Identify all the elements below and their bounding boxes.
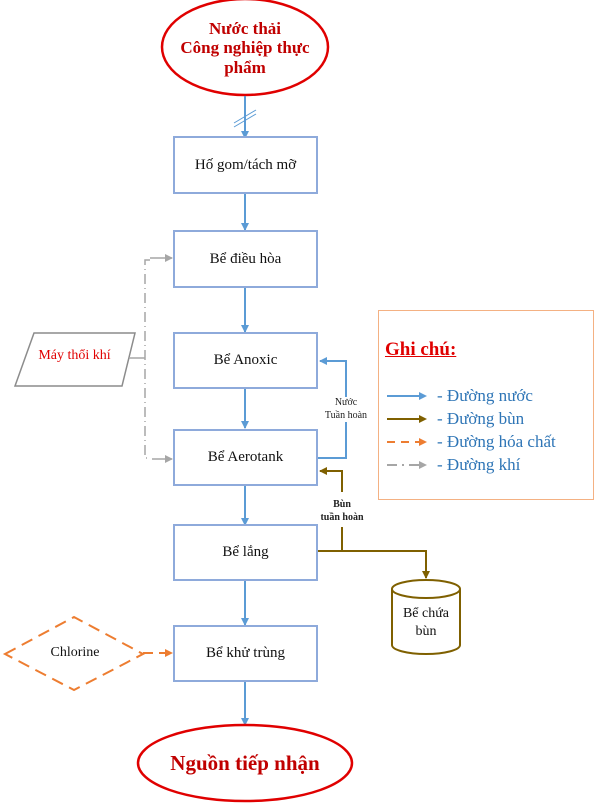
step-label: Bể Aerotank <box>207 449 284 465</box>
step-label: Bể khử trùng <box>206 645 285 661</box>
water-recycle-line-1: Nước <box>334 397 358 408</box>
step-aerotank: Bể Aerotank <box>173 429 318 486</box>
legend-air-arrow-icon <box>387 461 427 469</box>
blower-label-text: Máy thổi khí <box>38 348 111 363</box>
step-anoxic-tank: Bể Anoxic <box>173 332 318 389</box>
source-line-1: Nước thải <box>208 18 281 38</box>
sink-label: Nguồn tiếp nhận <box>140 745 350 781</box>
sludge-recycle-line-1: Bùn <box>333 499 351 510</box>
legend-chemical-arrow-icon <box>387 438 427 446</box>
legend-label: - Đường nước <box>437 386 533 405</box>
sink-oval <box>136 723 354 803</box>
sludge-tank-label: Bể chứa bùn <box>392 605 460 640</box>
pipe-break-mark <box>233 113 257 128</box>
sludge-recycle-line <box>319 467 343 492</box>
blower-shape <box>13 332 136 387</box>
legend-sludge-arrow-icon <box>387 415 427 423</box>
chlorine-label: Chlorine <box>30 645 120 661</box>
blower-label: Máy thổi khí <box>22 348 127 364</box>
chlorine-label-text: Chlorine <box>50 645 100 660</box>
legend-label: - Đường khí <box>437 455 521 474</box>
step-label: Bể điều hòa <box>209 250 282 267</box>
source-line-3: phẩm <box>224 57 266 77</box>
legend-item-sludge: - Đường bùn <box>385 408 524 430</box>
sludge-recycle-line-2: tuần hoàn <box>320 511 364 523</box>
legend-item-water: - Đường nước <box>385 385 533 407</box>
step-label: Bể lắng <box>222 544 269 560</box>
step-label: Bể Anoxic <box>213 352 278 368</box>
air-line-vertical <box>144 259 150 459</box>
source-oval <box>160 0 330 97</box>
source-label: Nước thải Công nghiệp thực phẩm <box>165 8 325 88</box>
step-equalization-tank: Bể điều hòa <box>173 230 318 288</box>
pipe-break-mark <box>233 109 257 124</box>
legend-label: - Đường bùn <box>437 409 525 428</box>
legend-item-chemical: - Đường hóa chất <box>385 431 556 453</box>
legend-item-air: - Đường khí <box>385 454 520 476</box>
source-line-2: Công nghiệp thực <box>180 38 310 58</box>
step-disinfection-tank: Bể khử trùng <box>173 625 318 682</box>
sink-label-text: Nguồn tiếp nhận <box>170 750 320 775</box>
legend-title: Ghi chú: <box>385 339 457 360</box>
sludge-tank-line-1: Bể chứa <box>402 606 450 621</box>
water-recycle-label: Nước Tuần hoàn <box>300 397 392 422</box>
step-settling-tank: Bể lắng <box>173 524 318 581</box>
sludge-recycle-label: Bùn tuần hoàn <box>312 499 372 524</box>
sludge-to-tank-line <box>318 550 430 579</box>
water-recycle-line-2: Tuần hoàn <box>324 409 368 421</box>
legend: Ghi chú: - Đường nước - Đường bùn - Đườn… <box>378 310 594 500</box>
legend-water-arrow-icon <box>387 392 427 400</box>
sludge-tank <box>391 579 461 655</box>
legend-label: - Đường hóa chất <box>437 432 556 451</box>
step-label: Hố gom/tách mỡ <box>194 156 297 173</box>
step-grease-trap: Hố gom/tách mỡ <box>173 136 318 194</box>
sludge-tank-line-2: bùn <box>415 623 437 639</box>
